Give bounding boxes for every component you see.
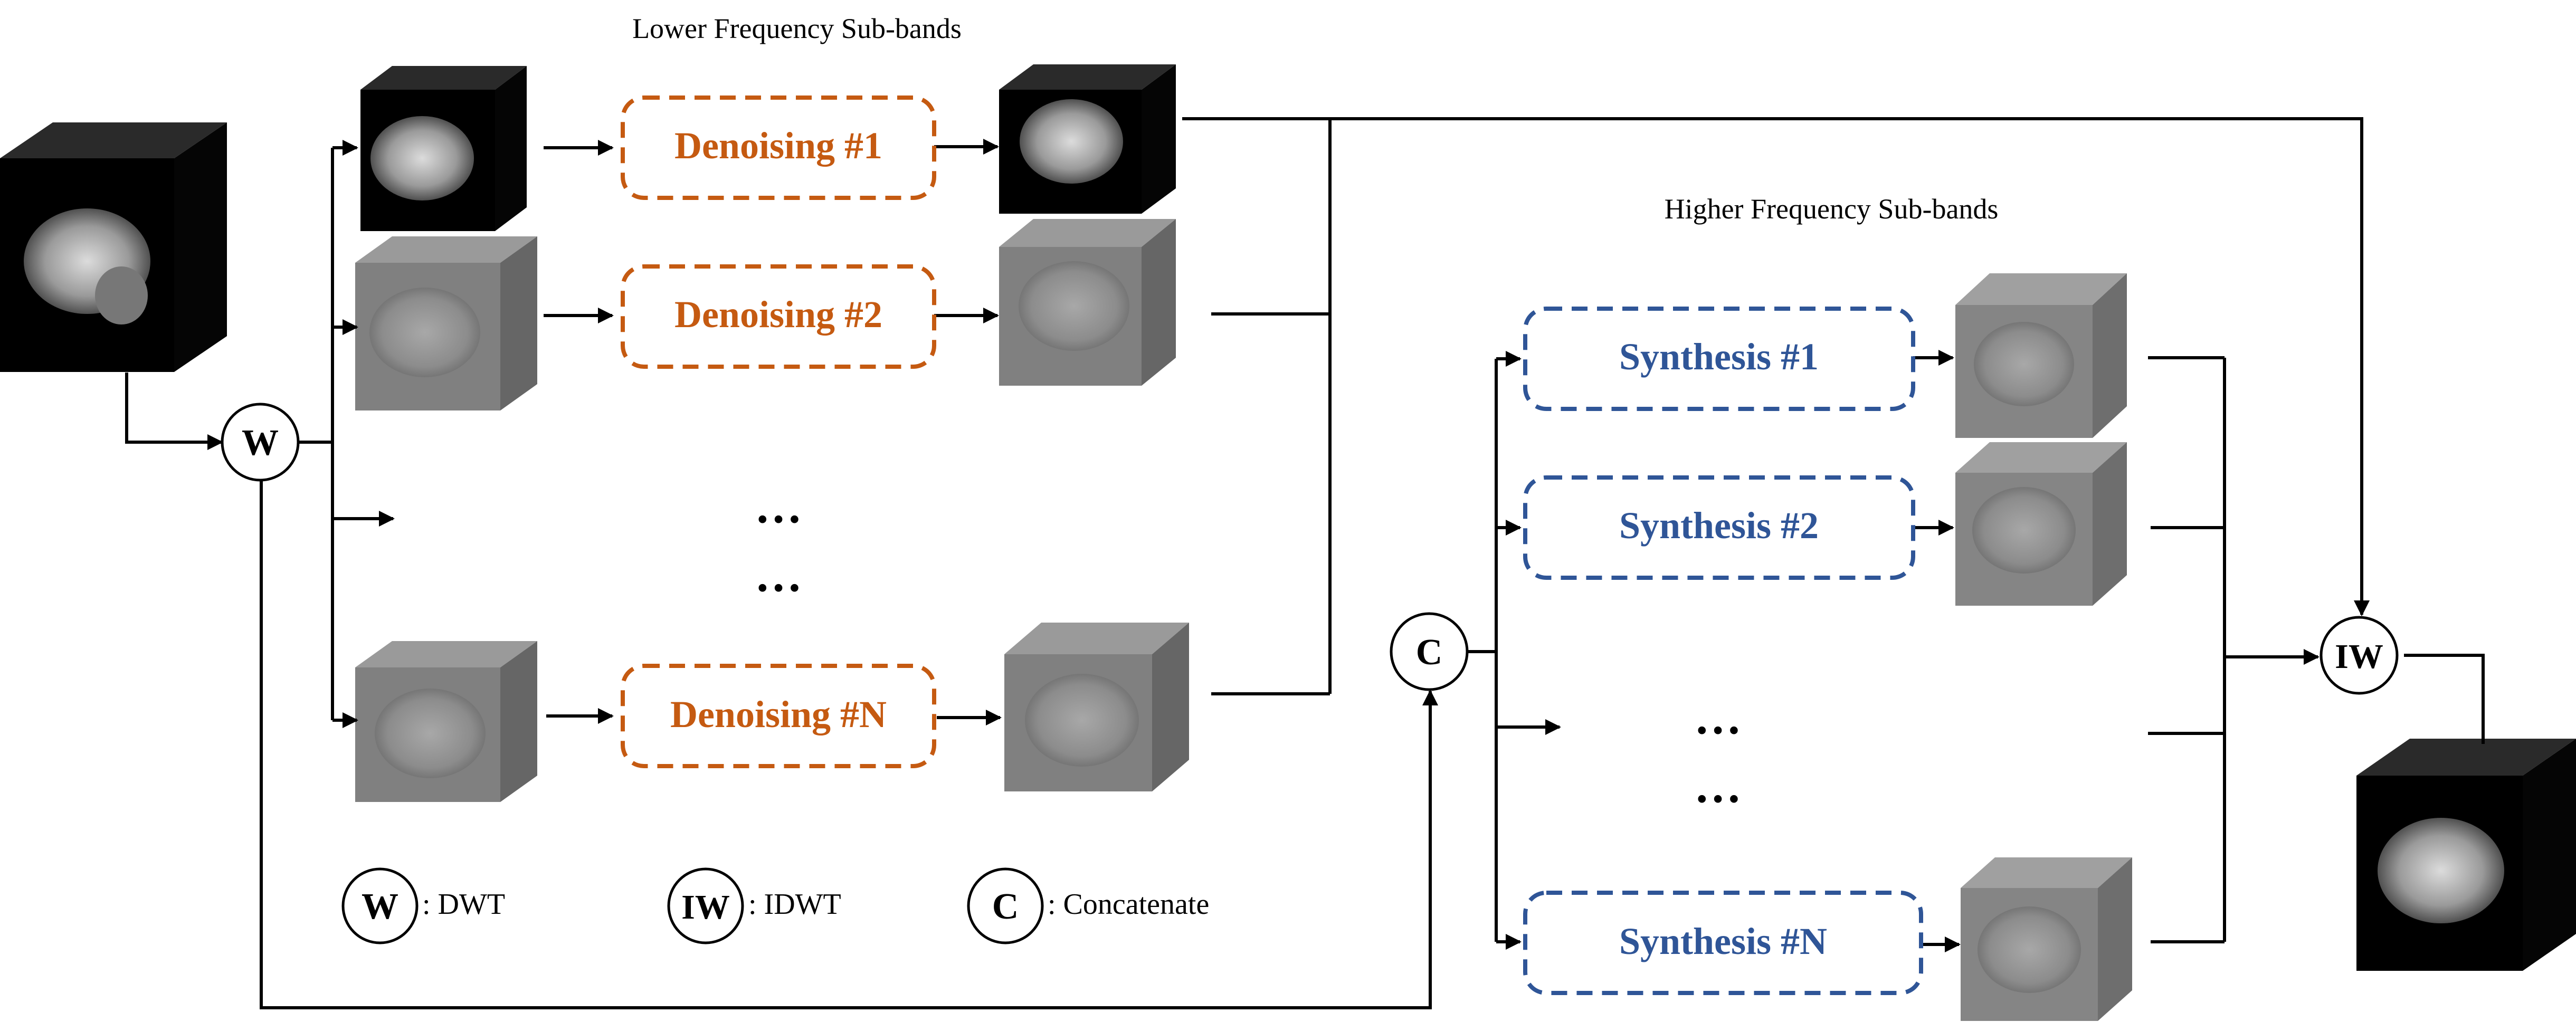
brain-mri-slice-icon [1972, 487, 2076, 574]
brain-mri-slice-icon [1974, 322, 2074, 406]
idwt-symbol: IW [2335, 637, 2383, 676]
legend-concat-symbol: C [992, 886, 1019, 927]
synth-band-1-volume [1955, 273, 2127, 438]
legend-idwt: IW : IDWT [667, 867, 841, 944]
legend: W : DWT IW : IDWT C : Concatenate [341, 867, 1209, 944]
denoising-block-1: Denoising #1 [621, 95, 936, 200]
synthesis-ellipsis-1: … [1694, 692, 1742, 744]
synthesis-block-2: Synthesis #2 [1523, 475, 1915, 580]
lower-bands-title: Lower Frequency Sub-bands [632, 13, 962, 44]
highband-volume-1 [355, 236, 537, 410]
synth-band-2-volume [1955, 442, 2127, 606]
dwt-symbol: W [242, 423, 279, 463]
denoised-band-2-volume [999, 219, 1176, 386]
brain-mri-slice-icon [2378, 818, 2504, 923]
lowband-volume [360, 66, 527, 231]
legend-dwt: W : DWT [341, 867, 505, 944]
synthesis-ellipsis-2: … [1694, 760, 1742, 813]
denoising-label-2: Denoising #2 [674, 293, 882, 336]
input-volume [0, 122, 227, 372]
brain-mri-slice-icon [1020, 99, 1123, 184]
higher-bands-title: Higher Frequency Sub-bands [1665, 193, 1999, 225]
wire-idwt-to-output [2404, 654, 2485, 744]
denoising-ellipsis-2: … [755, 549, 802, 601]
denoising-block-2: Denoising #2 [621, 264, 936, 369]
output-volume [2356, 739, 2576, 971]
dwt-node: W [221, 403, 300, 482]
denoising-label-1: Denoising #1 [674, 125, 882, 167]
wire-lowband-to-idwt [1182, 117, 2370, 616]
concat-node: C [1390, 612, 1469, 691]
brain-mri-slice-icon [369, 288, 480, 377]
wire-dwt-to-concat [260, 480, 1438, 1009]
denoising-block-n: Denoising #N [621, 664, 936, 768]
denoised-lowband-volume [999, 64, 1176, 214]
idwt-node: IW [2320, 616, 2399, 695]
legend-concat: C : Concatenate [967, 867, 1209, 944]
legend-idwt-text: : IDWT [748, 888, 841, 921]
concat-symbol: C [1416, 632, 1443, 673]
synthesis-label-n: Synthesis #N [1619, 920, 1827, 962]
brain-mri-slice-icon [1025, 674, 1139, 767]
brain-mri-slice-icon [1019, 261, 1129, 351]
brain-mri-slice-icon [375, 689, 486, 778]
denoised-band-n-volume [1004, 623, 1189, 791]
wire-input-to-dwt [125, 372, 223, 450]
legend-dwt-text: : DWT [422, 888, 505, 921]
legend-idwt-symbol: IW [681, 888, 730, 927]
brain-mri-slice-icon [1978, 906, 2081, 993]
highband-volume-n [355, 641, 537, 802]
synthesis-block-1: Synthesis #1 [1523, 307, 1915, 411]
synthesis-block-n: Synthesis #N [1523, 891, 1923, 995]
denoising-ellipsis-1: … [755, 481, 802, 533]
legend-dwt-symbol: W [362, 886, 398, 927]
legend-concat-text: : Concatenate [1048, 888, 1209, 921]
synth-band-n-volume [1961, 857, 2132, 1021]
denoising-label-n: Denoising #N [670, 693, 887, 736]
brain-mri-slice-icon [370, 116, 474, 200]
synthesis-label-1: Synthesis #1 [1619, 336, 1819, 378]
synthesis-label-2: Synthesis #2 [1619, 504, 1819, 547]
